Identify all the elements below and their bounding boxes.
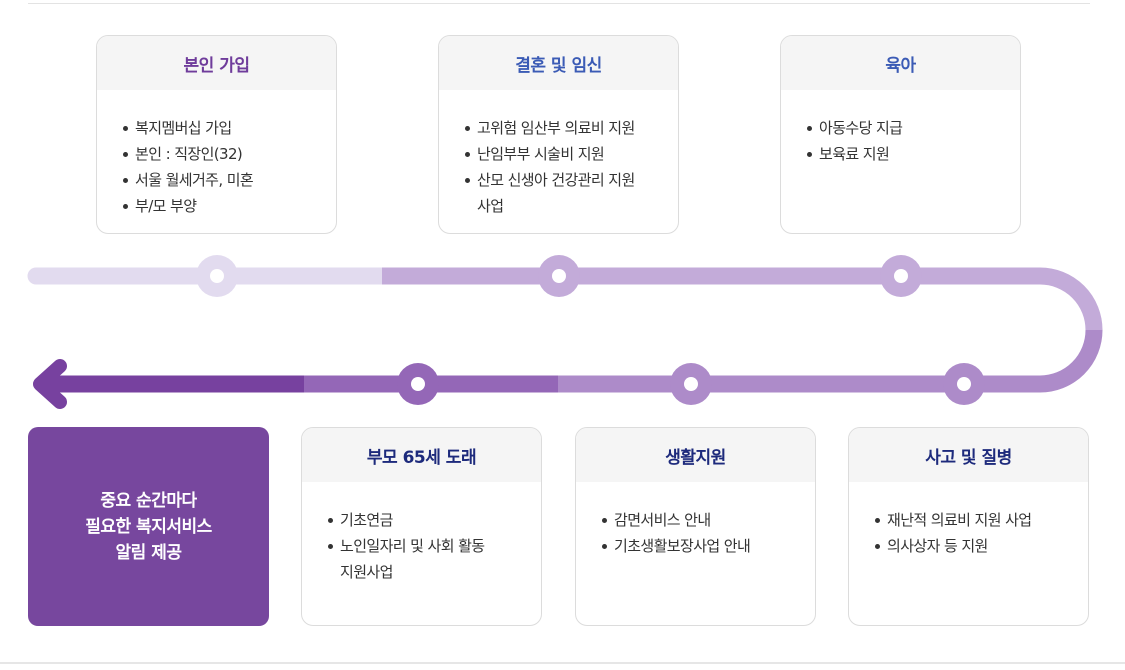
stage-item: 복지멤버십 가입 bbox=[123, 115, 314, 141]
stage-item: 본인 : 직장인(32) bbox=[123, 141, 314, 167]
timeline-node-icon bbox=[880, 255, 922, 297]
stage-title: 본인 가입 bbox=[97, 36, 336, 90]
stage-title: 부모 65세 도래 bbox=[302, 428, 541, 482]
stage-item: 노인일자리 및 사회 활동 지원사업 bbox=[328, 533, 519, 585]
stage-title: 생활지원 bbox=[576, 428, 815, 482]
stage-card-marriage: 결혼 및 임신 고위험 임산부 의료비 지원 난임부부 시술비 지원 산모 신생… bbox=[438, 35, 679, 234]
stage-item: 산모 신생아 건강관리 지원 사업 bbox=[465, 167, 656, 219]
stage-items: 기초연금 노인일자리 및 사회 활동 지원사업 bbox=[302, 482, 541, 585]
stage-item: 재난적 의료비 지원 사업 bbox=[875, 507, 1066, 533]
stage-item: 고위험 임산부 의료비 지원 bbox=[465, 115, 656, 141]
track-curve-top bbox=[1039, 267, 1103, 331]
stage-card-accident-illness: 사고 및 질병 재난적 의료비 지원 사업 의사상자 등 지원 bbox=[848, 427, 1089, 626]
stage-items: 아동수당 지급 보육료 지원 bbox=[781, 90, 1020, 167]
timeline-node-icon bbox=[538, 255, 580, 297]
stage-title: 육아 bbox=[781, 36, 1020, 90]
stage-item: 감면서비스 안내 bbox=[602, 507, 793, 533]
bottom-divider bbox=[0, 662, 1125, 664]
timeline-node-icon bbox=[943, 363, 985, 405]
stage-item: 보육료 지원 bbox=[807, 141, 998, 167]
stage-item: 기초생활보장사업 안내 bbox=[602, 533, 793, 559]
stage-item: 난임부부 시술비 지원 bbox=[465, 141, 656, 167]
top-divider bbox=[28, 3, 1090, 4]
stage-title: 결혼 및 임신 bbox=[439, 36, 678, 90]
timeline-node-icon bbox=[196, 255, 238, 297]
stage-card-signup: 본인 가입 복지멤버십 가입 본인 : 직장인(32) 서울 월세거주, 미혼 … bbox=[96, 35, 337, 234]
timeline-node-icon bbox=[670, 363, 712, 405]
stage-title: 사고 및 질병 bbox=[849, 428, 1088, 482]
stage-item: 기초연금 bbox=[328, 507, 519, 533]
stage-items: 복지멤버십 가입 본인 : 직장인(32) 서울 월세거주, 미혼 부/모 부양 bbox=[97, 90, 336, 219]
stage-item: 아동수당 지급 bbox=[807, 115, 998, 141]
stage-item: 서울 월세거주, 미혼 bbox=[123, 167, 314, 193]
stage-card-childcare: 육아 아동수당 지급 보육료 지원 bbox=[780, 35, 1021, 234]
stage-item: 의사상자 등 지원 bbox=[875, 533, 1066, 559]
summary-text: 중요 순간마다 필요한 복지서비스 알림 제공 bbox=[85, 490, 212, 563]
stage-card-living-support: 생활지원 감면서비스 안내 기초생활보장사업 안내 bbox=[575, 427, 816, 626]
stage-item: 부/모 부양 bbox=[123, 193, 314, 219]
stage-items: 재난적 의료비 지원 사업 의사상자 등 지원 bbox=[849, 482, 1088, 559]
stage-items: 고위험 임산부 의료비 지원 난임부부 시술비 지원 산모 신생아 건강관리 지… bbox=[439, 90, 678, 219]
summary-box: 중요 순간마다 필요한 복지서비스 알림 제공 bbox=[28, 427, 269, 626]
timeline-node-icon bbox=[397, 363, 439, 405]
stage-card-parents-65: 부모 65세 도래 기초연금 노인일자리 및 사회 활동 지원사업 bbox=[301, 427, 542, 626]
track-curve-bottom bbox=[1039, 329, 1103, 393]
arrow-left-icon bbox=[33, 359, 67, 409]
stage-items: 감면서비스 안내 기초생활보장사업 안내 bbox=[576, 482, 815, 559]
